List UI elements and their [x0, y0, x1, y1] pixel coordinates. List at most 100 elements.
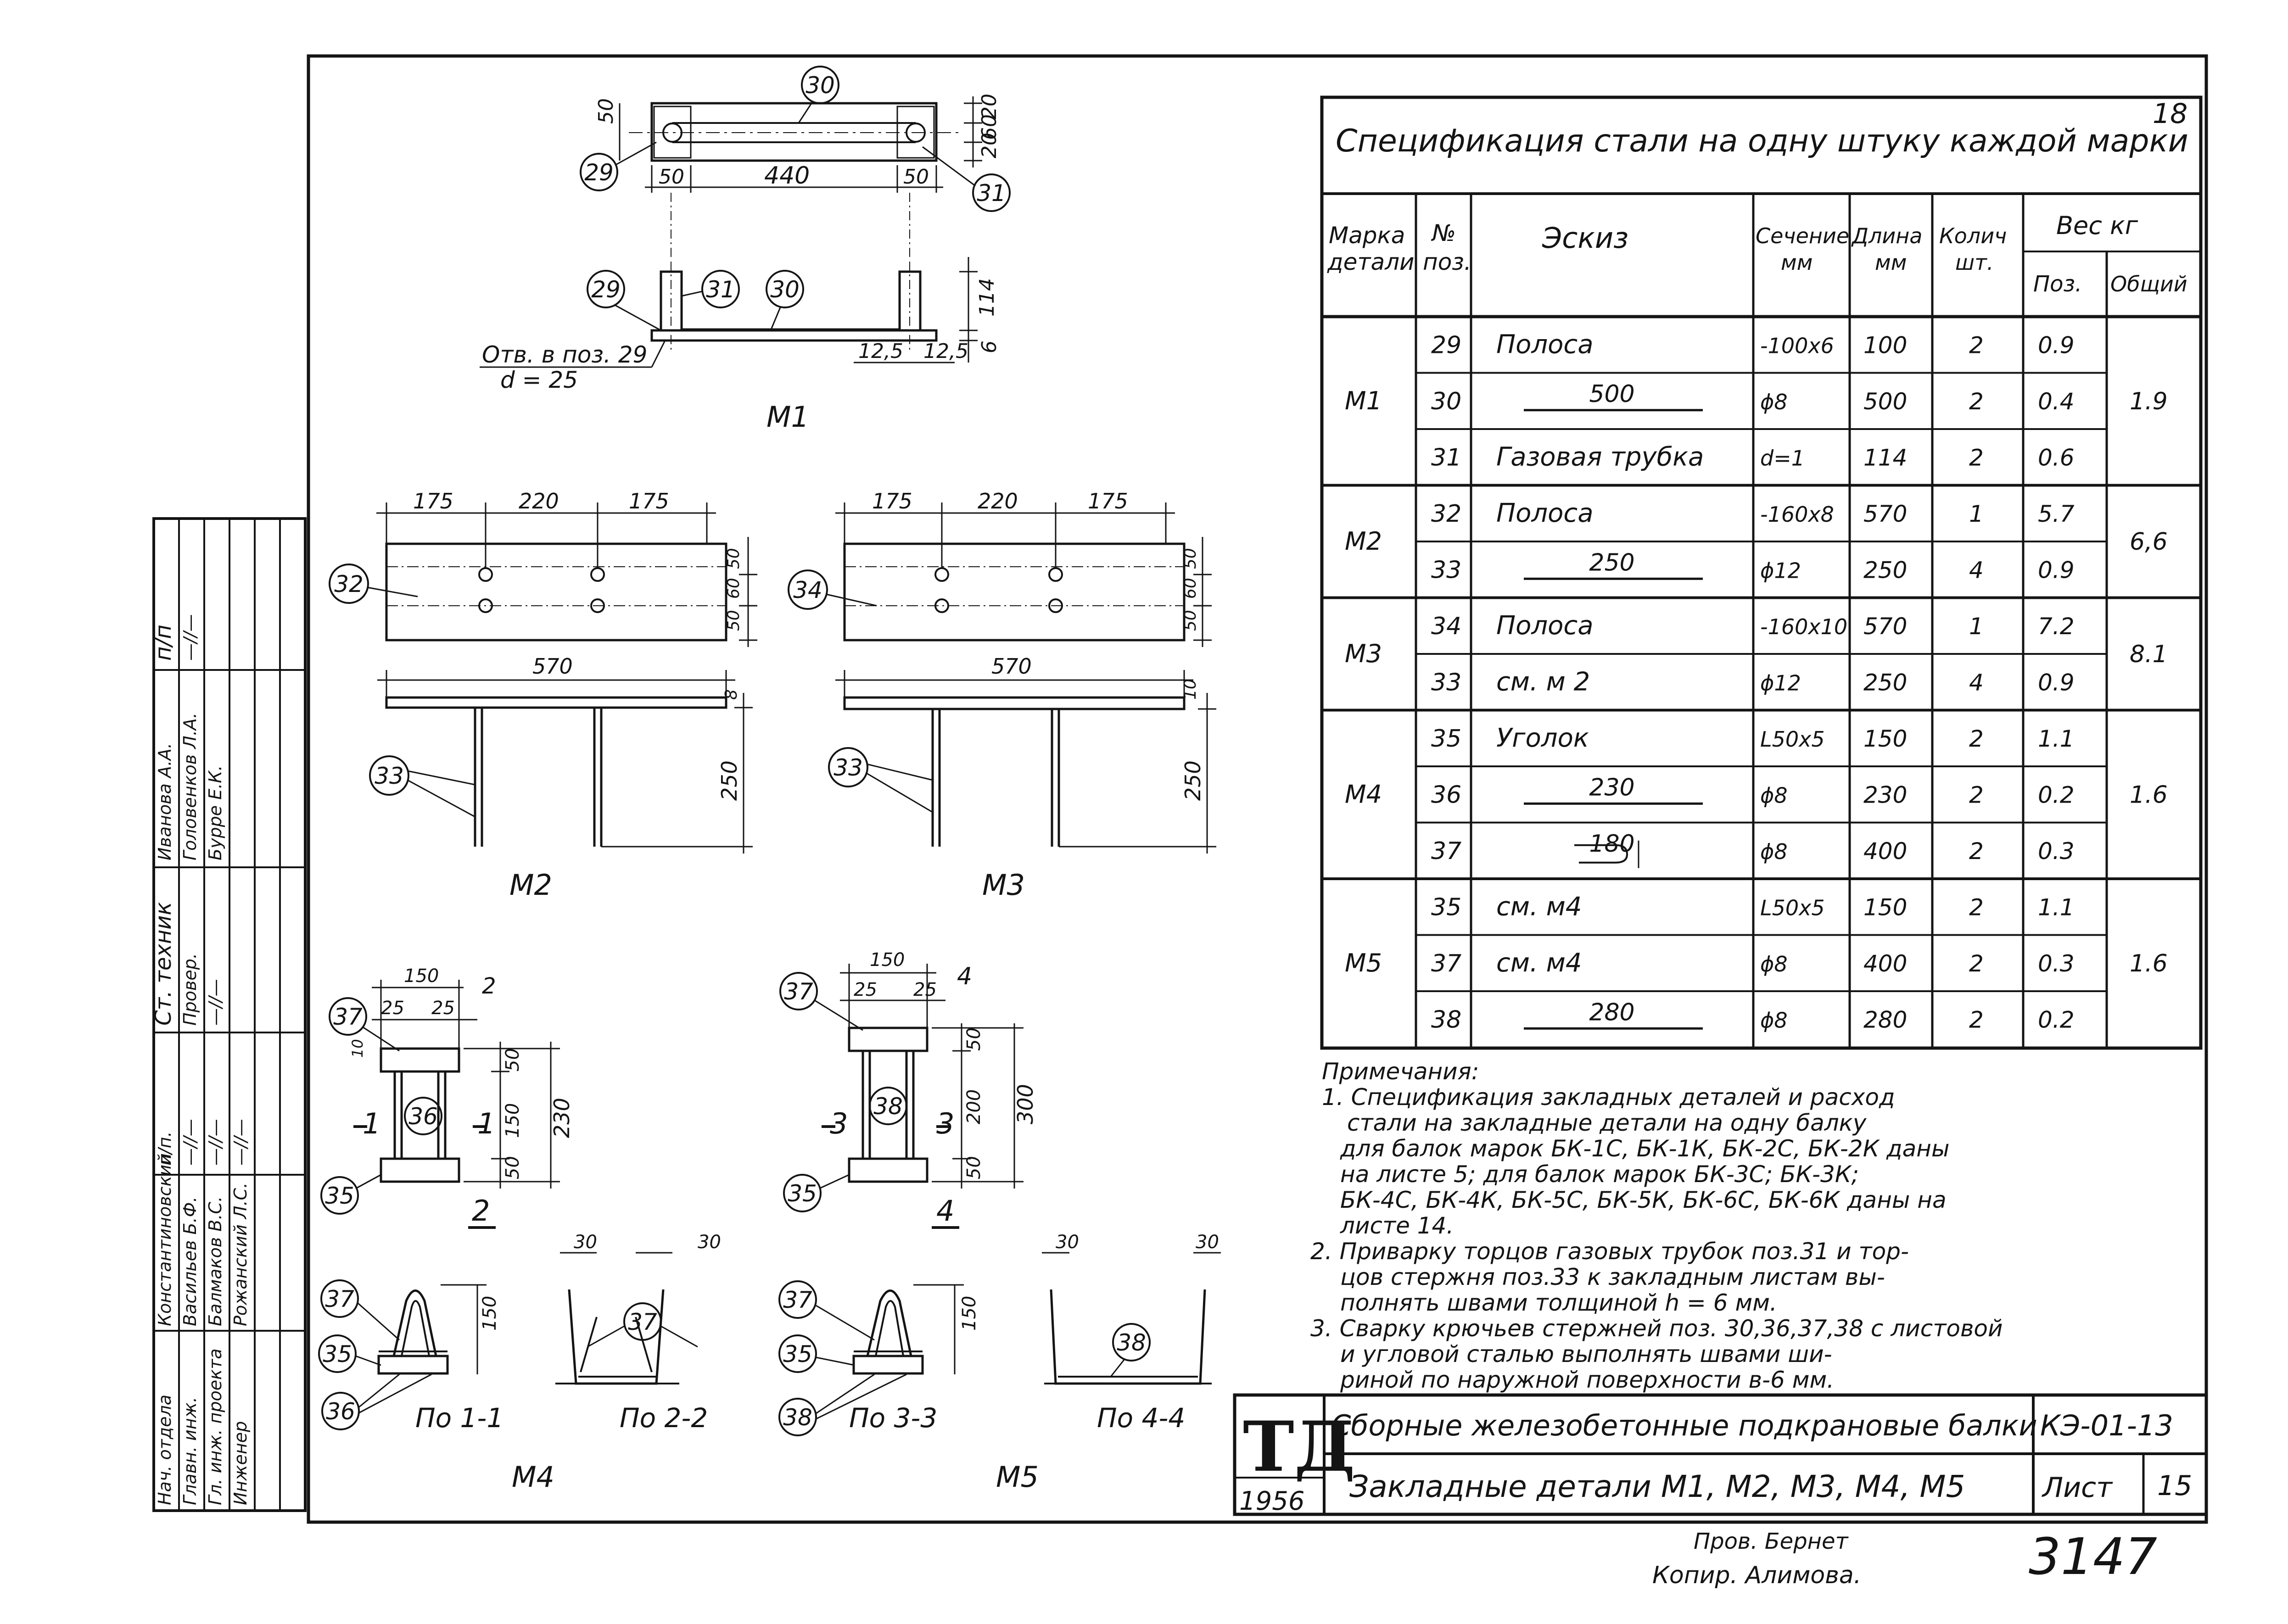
note-line-1: стали на закладные детали на одну балку	[1347, 1110, 1867, 1136]
m4-view-dim-150: 150	[479, 1296, 500, 1331]
m4-sect-1a: 1	[363, 1107, 380, 1140]
spec-pos: 34	[1431, 613, 1461, 640]
spec-pos: 38	[1431, 1006, 1461, 1033]
spec-weight: 0.3	[2038, 950, 2075, 977]
spec-pos: 37	[1431, 950, 1461, 977]
hdr-section: Сечение	[1756, 223, 1849, 248]
spec-qty: 2	[1969, 1006, 1984, 1033]
spec-total: 1.9	[2130, 388, 2168, 415]
note-line-6: 2. Приварку торцов газовых трубок поз.31…	[1310, 1238, 1909, 1265]
m4-view-dim-30b: 30	[698, 1232, 721, 1253]
m1-dim-20b: 20	[978, 133, 1001, 158]
spec-length: 500	[1863, 388, 1907, 415]
m5-dim-150: 150	[870, 949, 905, 971]
notes: Примечания: 1. Спецификация закладных де…	[1310, 1058, 2003, 1393]
spec-sketch: см. м4	[1496, 892, 1582, 921]
m5-dim-50b: 50	[963, 1156, 985, 1179]
m4-sect-1b: 1	[477, 1107, 495, 1140]
spec-weight: 1.1	[2038, 725, 2075, 752]
m5-callout-38: 38	[873, 1093, 903, 1120]
spec-weight: 5.7	[2038, 501, 2075, 527]
m1-callout-29b: 29	[591, 276, 621, 303]
stamp-c3-2: —//—	[205, 979, 225, 1026]
spec-total: 6,6	[2130, 528, 2168, 556]
spec-qty: 1	[1969, 613, 1984, 640]
spec-sketch: см. м 2	[1496, 667, 1590, 697]
m5-dim-200: 200	[963, 1089, 985, 1124]
stamp-c2-2: —//—	[205, 1119, 225, 1166]
m1-dim-60: 60	[978, 114, 1001, 140]
spec-length: 570	[1863, 613, 1907, 640]
spec-pos: 37	[1431, 837, 1461, 865]
m4-callout-37: 37	[333, 1004, 363, 1030]
m3-dim-175b: 175	[1088, 489, 1128, 513]
sheet-label: Лист	[2042, 1472, 2113, 1504]
drawing-m5: 150 25 25 4 50 200 50 300 3 3 4 37 38 35	[778, 949, 1221, 1494]
spec-section: ϕ12	[1760, 670, 1801, 695]
note-line-7: цов стержня поз.33 к закладным листам вы…	[1340, 1264, 1885, 1290]
title-block: ТД 1956 Сборные железобетонные подкранов…	[1233, 1393, 2208, 1516]
m4-view-callout-36: 36	[326, 1398, 355, 1425]
stamp-c2-0: п/п.	[155, 1131, 175, 1166]
m2-dim-50a: 50	[724, 548, 743, 569]
note-line-11: риной по наружной поверхности в-6 мм.	[1340, 1367, 1834, 1393]
m1-hole-note: Отв. в поз. 29	[482, 341, 647, 368]
spec-mark: М1	[1345, 386, 1382, 415]
m4-dim-10: 10	[349, 1039, 366, 1058]
m4-view-2: По 2-2	[620, 1402, 708, 1434]
spec-length: 114	[1863, 444, 1907, 471]
spec-table: Спецификация стали на одну штуку каждой …	[1320, 95, 2203, 1050]
spec-qty: 2	[1969, 725, 1984, 752]
spec-section: -100x6	[1760, 333, 1834, 358]
m5-view-3: По 3-3	[849, 1402, 937, 1434]
stamp-c2-3: —//—	[230, 1119, 251, 1166]
stamp-c1-3: Рожанский Л.С.	[230, 1183, 251, 1326]
m3-label: М3	[982, 868, 1025, 902]
m1-callout-29: 29	[584, 159, 614, 186]
m2-callout-32: 32	[334, 571, 364, 597]
stamp-c2-1: —//—	[180, 1119, 200, 1166]
m3-dim-10: 10	[1181, 679, 1200, 700]
spec-qty: 2	[1969, 950, 1984, 977]
m3-dim-250: 250	[1180, 760, 1205, 801]
m2-label: М2	[509, 868, 552, 902]
drawing-m2: 175 220 175 50 60 50 32 570 8 250 33 М2	[329, 489, 757, 902]
spec-sketch: Газовая трубка	[1496, 442, 1704, 472]
m5-view-4: По 4-4	[1097, 1402, 1185, 1434]
sheet-frame	[307, 54, 2208, 1524]
spec-qty: 2	[1969, 894, 1984, 921]
spec-weight: 0.2	[2038, 781, 2075, 808]
hdr-weight-pos: Поз.	[2033, 271, 2082, 297]
m5-callout-37: 37	[784, 978, 813, 1005]
spec-weight: 0.6	[2038, 444, 2075, 471]
checked-by: Пров. Бернет	[1694, 1529, 1849, 1554]
spec-weight: 1.1	[2038, 894, 2075, 921]
spec-weight: 0.3	[2038, 838, 2075, 865]
spec-section: L50x5	[1760, 895, 1825, 920]
m1-dim-6: 6	[978, 340, 1001, 353]
m1-callout-30b: 30	[770, 276, 800, 303]
stamp-c0-3: Инженер	[230, 1421, 251, 1505]
hdr-mark: Марка	[1329, 222, 1405, 249]
spec-length: 570	[1863, 501, 1907, 527]
m5-sect-3b: 3	[936, 1107, 954, 1140]
spec-weight: 0.4	[2038, 388, 2075, 415]
spec-qty: 4	[1969, 557, 1984, 583]
m5-dim-25a: 25	[854, 979, 877, 1000]
side-stamp: Нач. отдела Главн. инж. Гл. инж. проекта…	[151, 517, 307, 1512]
m3-callout-33: 33	[834, 754, 863, 781]
m5-view-callout-37: 37	[783, 1287, 812, 1313]
spec-mark: М3	[1345, 639, 1382, 668]
m5-dim-300: 300	[1013, 1084, 1038, 1124]
spec-weight: 7.2	[2038, 613, 2075, 640]
m5-sect-3a: 3	[830, 1107, 848, 1140]
note-line-0: 1. Спецификация закладных деталей и расх…	[1322, 1084, 1895, 1111]
stamp-c0-0: Нач. отдела	[155, 1395, 175, 1505]
stamp-c3-1: Провер.	[180, 953, 200, 1026]
m5-view-callout-38: 38	[783, 1404, 812, 1431]
spec-section: ϕ12	[1760, 558, 1801, 583]
m4-dim-25b: 25	[431, 998, 455, 1019]
m4-dim-50b: 50	[502, 1156, 523, 1179]
m5-view-callout-38b: 38	[1117, 1329, 1146, 1356]
spec-total: 8.1	[2130, 641, 2168, 668]
